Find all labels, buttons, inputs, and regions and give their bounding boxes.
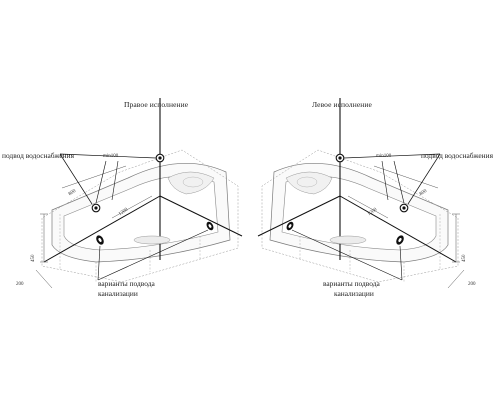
right-drain-label-line1: варианты подвода [323, 279, 380, 288]
left-drain-label-line2: канализации [98, 289, 138, 298]
left-panel-title: Правое исполнение [124, 100, 189, 109]
right-dimension-200: 200 [468, 282, 476, 287]
right-drain-label-line2: канализации [334, 289, 374, 298]
right-hand-bathtub-drawing [35, 97, 243, 289]
right-panel-title: Левое исполнение [312, 100, 372, 109]
left-dimension-200: 200 [16, 282, 24, 287]
right-min-dimension: min100 [376, 154, 392, 159]
right-dimension-450: 450 [462, 254, 467, 263]
left-drain-label-line1: варианты подвода [98, 279, 155, 288]
left-water-supply-label: подвод водоснабжения [2, 151, 74, 160]
left-min-dimension: min100 [103, 154, 119, 159]
left-dimension-450: 450 [31, 254, 36, 263]
right-water-supply-label: подвод водоснабжения [421, 151, 493, 160]
left-hand-bathtub-drawing [257, 97, 465, 289]
